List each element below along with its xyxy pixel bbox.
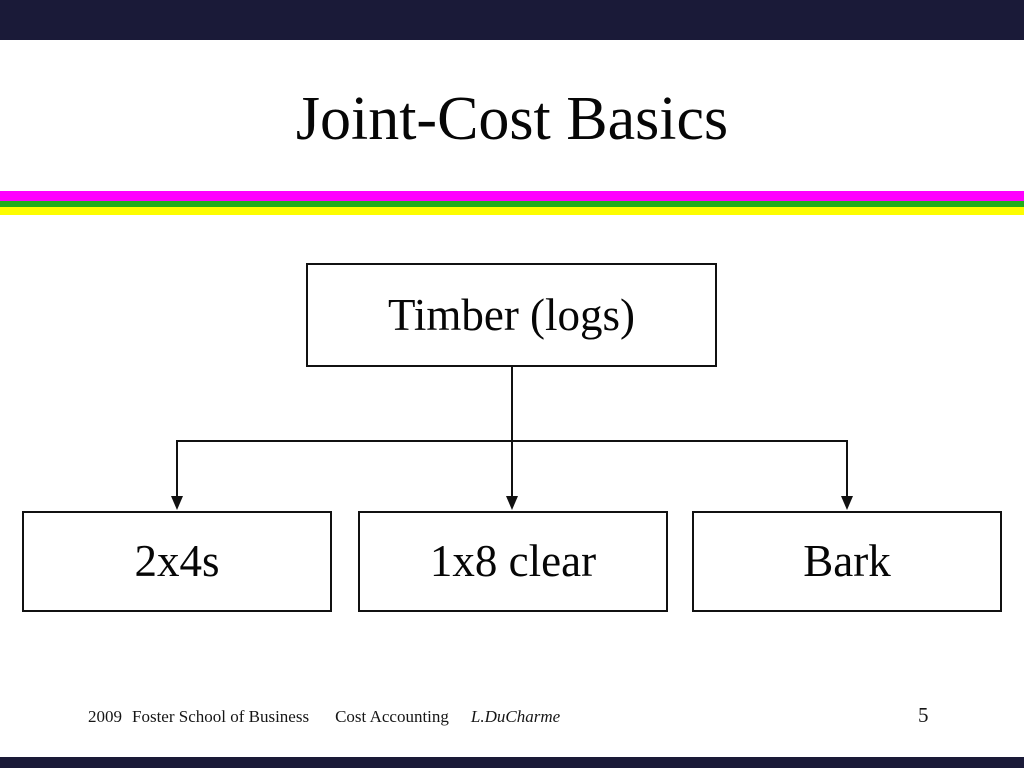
divider-stripe-magenta [0, 191, 1024, 201]
diagram-node-bark: Bark [692, 511, 1002, 612]
divider-stripe-green [0, 201, 1024, 207]
diagram-node-2x4s: 2x4s [22, 511, 332, 612]
arrowhead-right [841, 496, 853, 510]
arrowhead-middle [506, 496, 518, 510]
footer-organization: Foster School of Business [132, 707, 310, 726]
footer-author: L.DuCharme [470, 707, 561, 726]
top-letterbox-bar [0, 0, 1024, 40]
divider-stripe-yellow [0, 207, 1024, 215]
diagram-node-bark-label: Bark [803, 536, 891, 586]
bottom-letterbox-bar [0, 757, 1024, 768]
diagram-node-1x8-clear-label: 1x8 clear [429, 536, 597, 586]
diagram-node-2x4s-label: 2x4s [134, 536, 220, 586]
diagram-node-1x8-clear: 1x8 clear [358, 511, 668, 612]
arrowhead-left [171, 496, 183, 510]
page-number: 5 [918, 703, 929, 727]
diagram-node-timber-label: Timber (logs) [387, 289, 636, 340]
footer-course: Cost Accounting [335, 707, 449, 726]
diagram-node-timber: Timber (logs) [306, 263, 717, 367]
slide-footer: 2009 Foster School of Business Cost Acco… [88, 707, 560, 727]
footer-year: 2009 [88, 707, 122, 726]
slide-title: Joint-Cost Basics [295, 85, 729, 153]
